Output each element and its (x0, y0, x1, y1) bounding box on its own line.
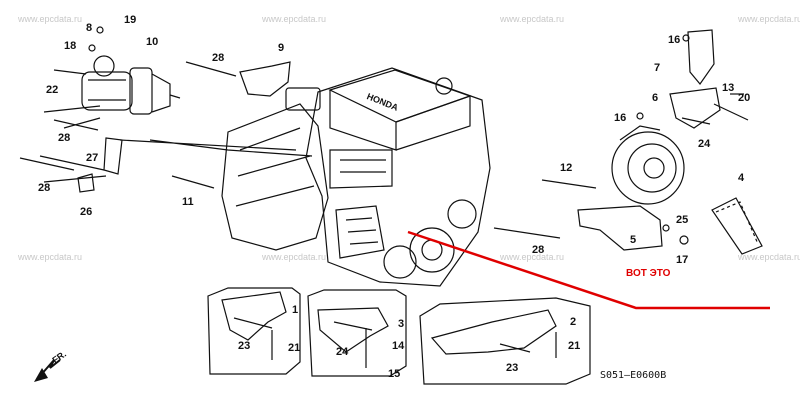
part-label-25: 25 (676, 214, 689, 226)
annotation-line (407, 230, 770, 310)
part-label-28: 28 (38, 182, 51, 194)
part-label-24: 24 (698, 138, 711, 150)
part-label-18: 18 (64, 40, 77, 52)
part-label-4: 4 (738, 172, 745, 184)
engine-block (305, 67, 491, 287)
part-label-15: 15 (388, 368, 401, 380)
part-label-10: 10 (146, 36, 159, 48)
bolt-11 (171, 175, 215, 189)
part-label-28: 28 (58, 132, 71, 144)
bolt-28-d (493, 227, 561, 239)
alternator (611, 125, 685, 205)
bolt-13 (713, 103, 749, 121)
part-label-26: 26 (80, 206, 93, 218)
part-label-5: 5 (630, 234, 637, 246)
bracket-6 (669, 87, 721, 129)
bracket-3 (317, 307, 389, 353)
part-label-24: 24 (336, 346, 349, 358)
part-label-22: 22 (46, 84, 59, 96)
part-label-16: 16 (668, 34, 681, 46)
part-label-2: 2 (570, 316, 577, 328)
part-label-14: 14 (392, 340, 405, 352)
part-label-28: 28 (212, 52, 225, 64)
part-label-21: 21 (568, 340, 581, 352)
bolt-28-c (19, 157, 75, 171)
bracket-1 (221, 291, 287, 341)
watermark: www.epcdata.ru (18, 14, 83, 24)
part-label-19: 19 (124, 14, 137, 26)
starter-motor (81, 55, 181, 115)
bracket-27 (103, 137, 123, 175)
part-label-12: 12 (560, 162, 573, 174)
bracket-5 (577, 205, 663, 251)
watermark: www.epcdata.ru (500, 252, 565, 262)
part-label-7: 7 (654, 62, 661, 74)
bolt-28-a (185, 61, 237, 77)
part-label-13: 13 (722, 82, 735, 94)
bolt-28-b (53, 119, 99, 131)
part-label-16: 16 (614, 112, 627, 124)
watermark: www.epcdata.ru (738, 14, 800, 24)
part-label-27: 27 (86, 152, 99, 164)
watermark: www.epcdata.ru (262, 252, 327, 262)
watermark: www.epcdata.ru (500, 14, 565, 24)
part-label-6: 6 (652, 92, 659, 104)
bolt-24-top (681, 117, 711, 125)
transmission (221, 87, 329, 251)
part-label-8: 8 (86, 22, 93, 34)
part-label-1: 1 (292, 304, 299, 316)
watermark: www.epcdata.ru (738, 252, 800, 262)
part-label-20: 20 (738, 92, 751, 104)
bolt-23 (499, 343, 531, 353)
part-label-3: 3 (398, 318, 405, 330)
bracket-7 (687, 29, 715, 85)
drive-belt-4 (711, 197, 763, 255)
clamp-26 (77, 173, 95, 193)
part-label-11: 11 (182, 196, 194, 208)
diagram-code: S051–E0600B (600, 370, 667, 381)
bolt-22 (53, 69, 87, 75)
part-label-23: 23 (238, 340, 251, 352)
bracket-9 (239, 61, 291, 97)
part-label-9: 9 (278, 42, 285, 54)
part-label-28: 28 (532, 244, 545, 256)
direction-arrow (39, 359, 61, 377)
bolt-12 (541, 179, 597, 189)
part-label-23: 23 (506, 362, 519, 374)
annotation-text: ВОТ ЭТО (626, 268, 671, 279)
part-label-17: 17 (676, 254, 689, 266)
part-label-21: 21 (288, 342, 301, 354)
watermark: www.epcdata.ru (262, 14, 327, 24)
bracket-2 (430, 309, 557, 355)
watermark: www.epcdata.ru (18, 252, 83, 262)
bolt-24-left (233, 317, 273, 329)
